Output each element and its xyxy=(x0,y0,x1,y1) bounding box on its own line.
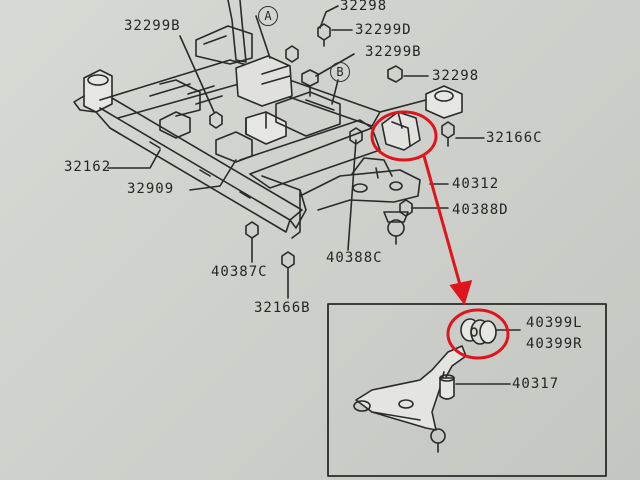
crossmember-left-arm xyxy=(95,97,303,233)
leader-lines xyxy=(107,5,485,299)
label-40388d: 40388D xyxy=(452,202,509,218)
label-32166c: 32166C xyxy=(486,130,543,146)
label-40317: 40317 xyxy=(512,376,560,392)
label-32166b: 32166B xyxy=(254,300,311,316)
inset-bushing-40399 xyxy=(460,318,521,345)
inset-control-arm xyxy=(353,345,467,453)
highlight-arrowhead xyxy=(449,279,473,306)
label-32299d: 32299D xyxy=(355,22,412,38)
highlight-circle-bushing xyxy=(446,308,510,360)
ball-joint xyxy=(383,211,409,245)
highlight-circle-bracket xyxy=(370,110,438,162)
label-32299b-left: 32299B xyxy=(124,18,181,34)
label-40312: 40312 xyxy=(452,176,500,192)
upper-frame-rail xyxy=(195,0,253,65)
label-32298-top: 32298 xyxy=(340,0,388,14)
control-arm-bracket xyxy=(381,111,421,151)
label-40399r: 40399R xyxy=(526,336,583,352)
callout-circle-b: B xyxy=(330,62,350,82)
bolts xyxy=(209,23,455,281)
lower-control-arm xyxy=(299,157,421,211)
label-32162: 32162 xyxy=(64,159,112,175)
right-mount xyxy=(379,85,463,119)
inset-frame xyxy=(327,303,607,477)
highlight-annotations xyxy=(370,110,510,360)
crossmember-rear-arm xyxy=(239,119,381,239)
inset-bushing-40317 xyxy=(439,374,511,400)
center-brackets xyxy=(159,55,341,163)
label-40387c: 40387C xyxy=(211,264,268,280)
callout-circle-a: A xyxy=(258,6,278,26)
highlight-arrow xyxy=(422,155,464,293)
label-32298-right: 32298 xyxy=(432,68,480,84)
label-32909: 32909 xyxy=(127,181,175,197)
label-32299b-right: 32299B xyxy=(365,44,422,60)
label-40388c: 40388C xyxy=(326,250,383,266)
label-40399l: 40399L xyxy=(526,315,583,331)
left-mount-bushing xyxy=(73,69,113,113)
